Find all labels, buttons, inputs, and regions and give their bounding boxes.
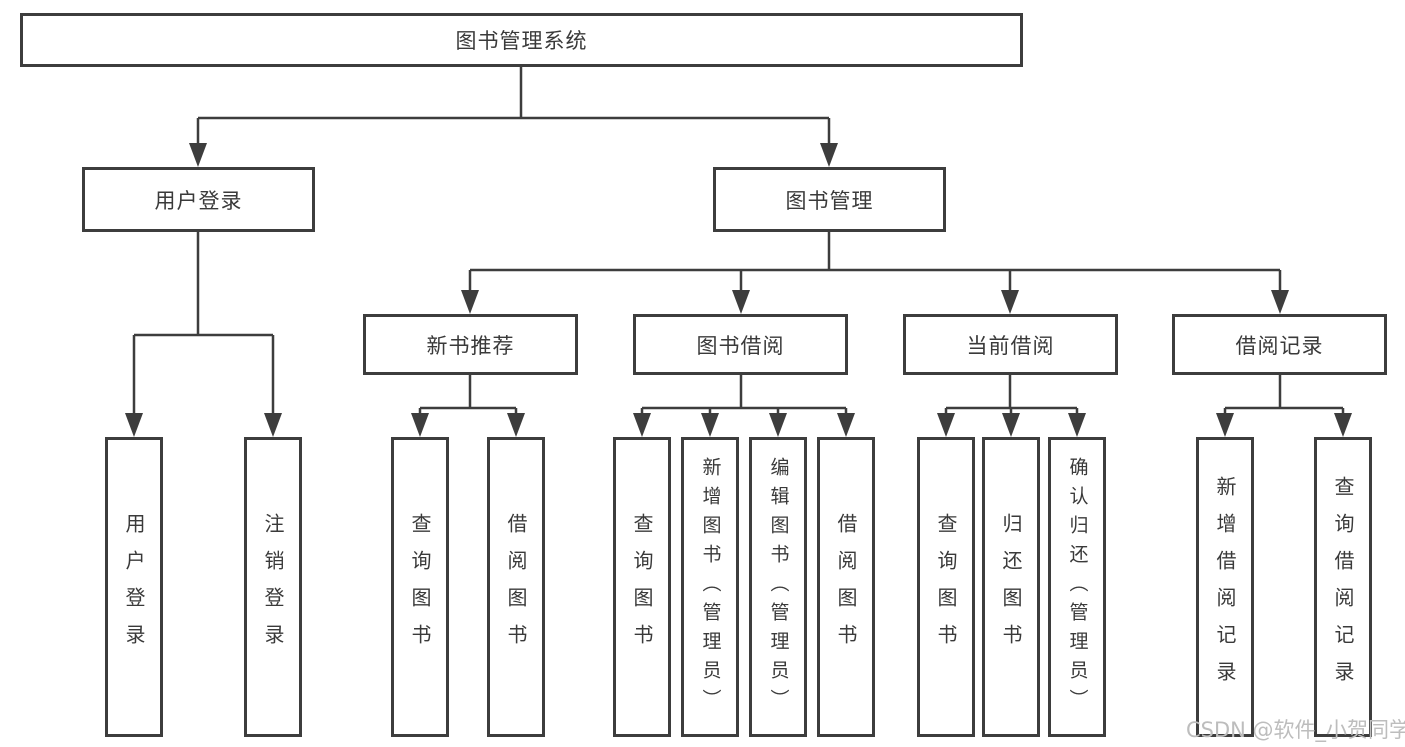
leaf-add-borrow-record-label: 新增借阅记录 — [1213, 476, 1237, 698]
leaf-add-books-admin-label: 新增图书（管理员） — [699, 456, 722, 718]
node-current-borrowing: 当前借阅 — [903, 314, 1118, 375]
node-book-management: 图书管理 — [713, 167, 946, 232]
node-library-system-label: 图书管理系统 — [455, 29, 588, 53]
csdn-watermark: CSDN @软件_小贺同学 — [1186, 718, 1405, 742]
node-new-book-recommendation: 新书推荐 — [363, 314, 578, 375]
leaf-query-books-current-label: 查询图书 — [934, 513, 958, 661]
leaf-edit-books-admin-label: 编辑图书（管理员） — [767, 456, 790, 718]
leaf-borrow-books-borrowing-label: 借阅图书 — [834, 513, 858, 661]
leaf-borrow-books-recommend: 借阅图书 — [487, 437, 545, 737]
node-book-borrowing: 图书借阅 — [633, 314, 848, 375]
leaf-user-login-label: 用户登录 — [122, 513, 146, 661]
leaf-user-login: 用户登录 — [105, 437, 163, 737]
leaf-confirm-return-admin: 确认归还（管理员） — [1048, 437, 1106, 737]
leaf-query-books-recommend: 查询图书 — [391, 437, 449, 737]
leaf-query-books-current: 查询图书 — [917, 437, 975, 737]
leaf-query-books-borrowing: 查询图书 — [613, 437, 671, 737]
leaf-borrow-books-borrowing: 借阅图书 — [817, 437, 875, 737]
node-user-login: 用户登录 — [82, 167, 315, 232]
node-borrowing-records-label: 借阅记录 — [1235, 333, 1324, 358]
leaf-logout: 注销登录 — [244, 437, 302, 737]
node-book-borrowing-label: 图书借阅 — [696, 333, 785, 358]
node-user-login-label: 用户登录 — [154, 188, 243, 213]
node-library-system: 图书管理系统 — [20, 13, 1023, 67]
node-book-management-label: 图书管理 — [785, 188, 874, 213]
leaf-add-books-admin: 新增图书（管理员） — [681, 437, 739, 737]
leaf-return-books: 归还图书 — [982, 437, 1040, 737]
leaf-query-books-borrowing-label: 查询图书 — [630, 513, 654, 661]
leaf-return-books-label: 归还图书 — [999, 513, 1023, 661]
node-new-book-recommendation-label: 新书推荐 — [426, 333, 515, 358]
leaf-confirm-return-admin-label: 确认归还（管理员） — [1066, 456, 1089, 718]
node-current-borrowing-label: 当前借阅 — [966, 333, 1055, 358]
leaf-add-borrow-record: 新增借阅记录 — [1196, 437, 1254, 737]
leaf-logout-label: 注销登录 — [261, 513, 285, 661]
node-borrowing-records: 借阅记录 — [1172, 314, 1387, 375]
leaf-query-borrow-record: 查询借阅记录 — [1314, 437, 1372, 737]
leaf-borrow-books-recommend-label: 借阅图书 — [504, 513, 528, 661]
leaf-query-borrow-record-label: 查询借阅记录 — [1331, 476, 1355, 698]
leaf-query-books-recommend-label: 查询图书 — [408, 513, 432, 661]
leaf-edit-books-admin: 编辑图书（管理员） — [749, 437, 807, 737]
